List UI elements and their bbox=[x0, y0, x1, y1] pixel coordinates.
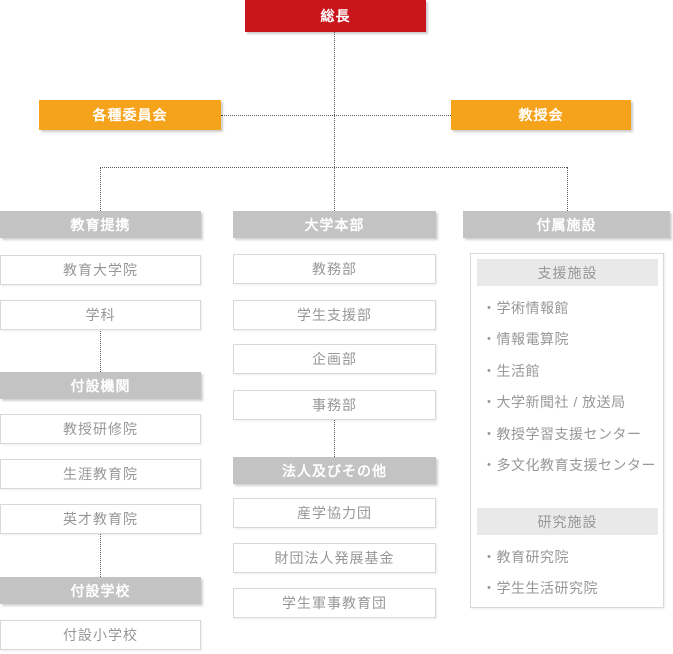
connector-drop-left bbox=[100, 167, 101, 211]
node-graduate-school-of-education: 教育大学院 bbox=[0, 255, 201, 285]
facility-item-teaching-learning-center: ・教授学習支援センター bbox=[482, 425, 642, 442]
node-committees: 各種委員会 bbox=[39, 100, 221, 130]
facility-item-multicultural-center: ・多文化教育支援センター bbox=[482, 457, 656, 474]
node-academic-affairs-dept: 教務部 bbox=[233, 254, 436, 284]
connector-committees-horizontal bbox=[221, 115, 451, 116]
node-president: 総長 bbox=[245, 0, 426, 32]
connector-root-vertical bbox=[334, 32, 335, 211]
node-corporation-and-others: 法人及びその他 bbox=[233, 457, 436, 484]
connector-columns-horizontal bbox=[100, 167, 567, 168]
node-attached-institutions: 付設機関 bbox=[0, 372, 201, 399]
connector-drop-right bbox=[567, 167, 568, 211]
facility-item-student-life-research-institute: ・学生生活研究院 bbox=[482, 580, 598, 597]
node-student-military-education-corps: 学生軍事教育団 bbox=[233, 588, 436, 618]
facility-item-computing-center: ・情報電算院 bbox=[482, 331, 569, 348]
node-development-foundation-fund: 財団法人発展基金 bbox=[233, 543, 436, 573]
facility-item-living-hall: ・生活館 bbox=[482, 362, 540, 379]
facility-item-education-research-institute: ・教育研究院 bbox=[482, 548, 569, 565]
node-attached-facilities: 付属施設 bbox=[463, 211, 670, 238]
facilities-panel: 支援施設 ・学術情報館 ・情報電算院 ・生活館 ・大学新聞社 / 放送局 ・教授… bbox=[470, 253, 664, 608]
node-faculty-council: 教授会 bbox=[451, 100, 631, 130]
connector-middle-gap bbox=[334, 420, 335, 457]
node-departments: 学科 bbox=[0, 300, 201, 330]
support-facilities-list: ・学術情報館 ・情報電算院 ・生活館 ・大学新聞社 / 放送局 ・教授学習支援セ… bbox=[482, 292, 657, 481]
node-university-headquarters: 大学本部 bbox=[233, 211, 436, 238]
node-education-partnership: 教育提携 bbox=[0, 211, 201, 238]
node-industry-academic-cooperation: 産学協力団 bbox=[233, 498, 436, 528]
subheader-support-facilities: 支援施設 bbox=[477, 259, 658, 286]
subheader-research-facilities: 研究施設 bbox=[477, 508, 658, 535]
node-planning-dept: 企画部 bbox=[233, 344, 436, 374]
facility-item-newspaper-broadcasting: ・大学新聞社 / 放送局 bbox=[482, 394, 626, 411]
connector-left-gap-1 bbox=[100, 331, 101, 372]
node-lifelong-education-institute: 生涯教育院 bbox=[0, 459, 201, 489]
node-gifted-education-institute: 英才教育院 bbox=[0, 504, 201, 534]
node-professor-training-institute: 教授研修院 bbox=[0, 414, 201, 444]
node-administration-dept: 事務部 bbox=[233, 390, 436, 420]
node-attached-schools: 付設学校 bbox=[0, 577, 201, 604]
node-student-support-dept: 学生支援部 bbox=[233, 300, 436, 330]
node-attached-elementary-school: 付設小学校 bbox=[0, 620, 201, 650]
facility-item-academic-information-center: ・学術情報館 bbox=[482, 299, 569, 316]
connector-left-gap-2 bbox=[100, 534, 101, 577]
research-facilities-list: ・教育研究院 ・学生生活研究院 bbox=[482, 541, 657, 604]
